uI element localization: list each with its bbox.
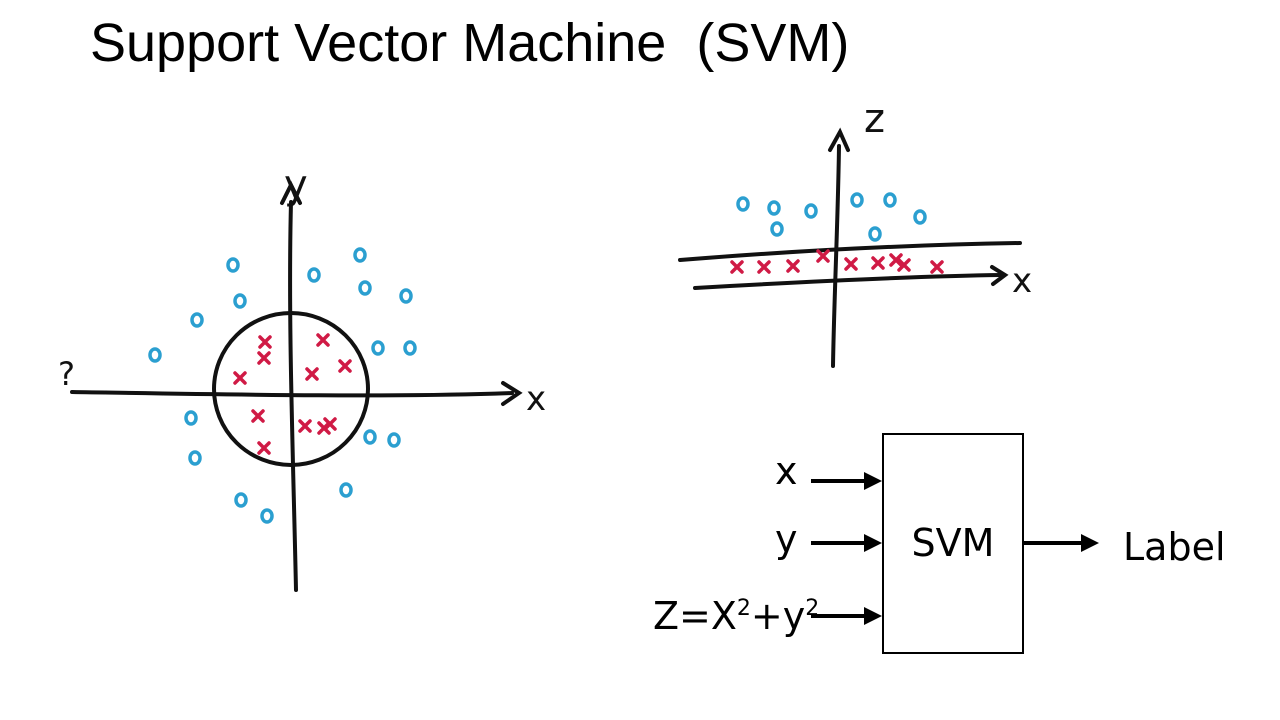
arrow-x-head bbox=[864, 472, 882, 490]
left-inner-point bbox=[257, 441, 271, 455]
left-outer-point bbox=[226, 257, 240, 273]
input-z-exponent-1: 2 bbox=[736, 596, 751, 621]
left-inner-point bbox=[317, 421, 331, 435]
right-outer-point bbox=[770, 221, 784, 237]
right-inner-point bbox=[730, 260, 744, 274]
input-z-mid: +y bbox=[750, 594, 806, 638]
right-outer-point bbox=[767, 200, 781, 216]
left-outer-point bbox=[234, 492, 248, 508]
pipeline-arrows bbox=[811, 472, 1099, 625]
right-outer-point bbox=[850, 192, 864, 208]
right-inner-point bbox=[889, 253, 903, 267]
input-x-label: x bbox=[775, 449, 798, 493]
input-z-prefix: Z=X bbox=[653, 594, 737, 638]
left-inner-point bbox=[316, 333, 330, 347]
left-y-arrowhead bbox=[280, 180, 302, 205]
left-outer-point bbox=[184, 410, 198, 426]
left-inner-point bbox=[338, 359, 352, 373]
left-outer-point bbox=[399, 288, 413, 304]
right-outer-point bbox=[736, 196, 750, 212]
right-outer-point bbox=[804, 203, 818, 219]
slide-title: Support Vector Machine (SVM) bbox=[90, 13, 850, 73]
right-inner-point bbox=[816, 249, 830, 263]
right-z-arrowhead bbox=[828, 127, 850, 152]
right-inner-point bbox=[897, 258, 911, 272]
left-plot bbox=[70, 180, 523, 592]
right-x-arrowhead bbox=[990, 265, 1009, 286]
right-inner-point bbox=[844, 257, 858, 271]
right-x-axis bbox=[693, 273, 1004, 290]
arrow-z-head bbox=[864, 607, 882, 625]
left-x-axis-label: x bbox=[526, 379, 546, 419]
right-z-axis bbox=[831, 144, 841, 368]
svm-model-label: SVM bbox=[911, 521, 995, 565]
left-outer-point bbox=[307, 267, 321, 283]
hyperplane-line bbox=[678, 241, 1022, 262]
input-y-label: y bbox=[775, 517, 798, 561]
right-inner-points bbox=[730, 249, 944, 274]
left-inner-point bbox=[258, 335, 272, 349]
left-outer-point bbox=[339, 482, 353, 498]
left-y-axis bbox=[288, 200, 298, 592]
right-z-axis-label: z bbox=[864, 96, 885, 142]
left-outer-point bbox=[190, 312, 204, 328]
right-plot bbox=[678, 127, 1022, 368]
decision-circle bbox=[212, 311, 370, 467]
left-inner-point bbox=[257, 351, 271, 365]
input-z-exponent-2: 2 bbox=[805, 596, 820, 621]
left-x-arrowhead bbox=[501, 381, 523, 406]
left-outer-point bbox=[358, 280, 372, 296]
left-inner-points bbox=[233, 333, 352, 455]
svm-model-box: SVM bbox=[882, 433, 1024, 654]
right-outer-point bbox=[883, 192, 897, 208]
input-z-label: Z=X2+y2 bbox=[653, 597, 819, 635]
left-inner-point bbox=[233, 371, 247, 385]
right-inner-point bbox=[930, 260, 944, 274]
left-y-axis-label: y bbox=[284, 162, 308, 208]
right-inner-point bbox=[786, 259, 800, 273]
output-label: Label bbox=[1123, 525, 1226, 569]
left-neg-axis-label: ? bbox=[58, 355, 75, 393]
left-inner-point bbox=[305, 367, 319, 381]
left-outer-point bbox=[371, 340, 385, 356]
left-outer-points bbox=[148, 247, 417, 524]
left-outer-point bbox=[387, 432, 401, 448]
right-outer-points bbox=[736, 192, 927, 242]
right-inner-point bbox=[757, 260, 771, 274]
left-outer-point bbox=[148, 347, 162, 363]
left-outer-point bbox=[188, 450, 202, 466]
left-outer-point bbox=[353, 247, 367, 263]
left-outer-point bbox=[260, 508, 274, 524]
arrow-y-head bbox=[864, 534, 882, 552]
right-x-axis-label: x bbox=[1012, 261, 1032, 301]
left-outer-point bbox=[363, 429, 377, 445]
left-inner-point bbox=[251, 409, 265, 423]
left-outer-point bbox=[403, 340, 417, 356]
right-inner-point bbox=[871, 256, 885, 270]
left-outer-point bbox=[233, 293, 247, 309]
left-inner-point bbox=[298, 419, 312, 433]
right-outer-point bbox=[868, 226, 882, 242]
right-outer-point bbox=[913, 209, 927, 225]
arrow-out-head bbox=[1081, 534, 1099, 552]
